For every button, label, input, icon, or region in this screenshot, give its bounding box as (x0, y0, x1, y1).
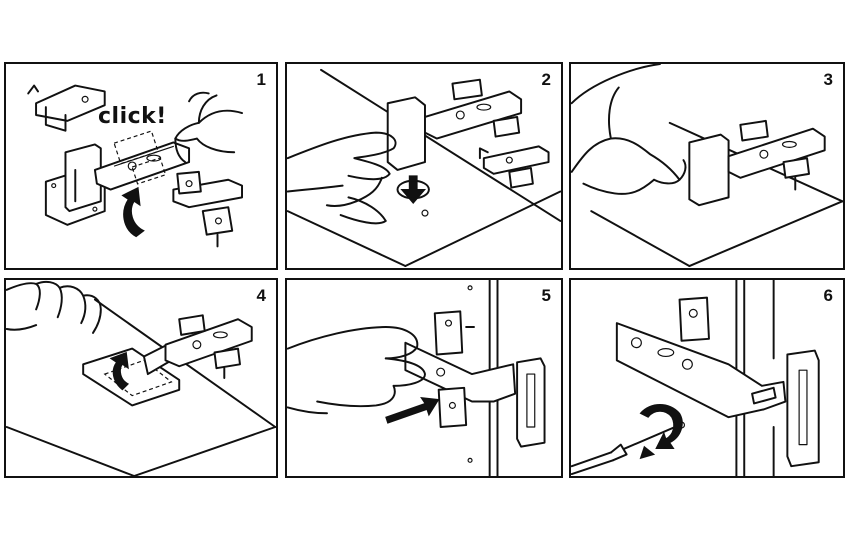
step-number: 2 (542, 70, 551, 90)
hand-icon (572, 64, 686, 194)
step-number: 5 (542, 286, 551, 306)
step-panel-6: 6 (569, 278, 845, 478)
hand-icon (288, 133, 396, 224)
hinge-press-illustration (571, 64, 843, 268)
step-number: 6 (824, 286, 833, 306)
step-number: 4 (257, 286, 266, 306)
hinge-icon (405, 311, 544, 446)
hinge-icon (28, 86, 105, 131)
click-callout: click! (98, 104, 167, 129)
step-number: 3 (824, 70, 833, 90)
arrow-icon (122, 188, 144, 237)
rotation-arrow-icon (640, 404, 682, 458)
hinge-lever-illustration (6, 280, 276, 476)
hinge-icon (617, 298, 819, 467)
arrow-icon (398, 176, 429, 216)
step-panel-1: click! 1 (4, 62, 278, 270)
step-panel-2: 2 (285, 62, 563, 270)
hand-icon (7, 282, 101, 333)
hinge-assembly-illustration (6, 64, 276, 268)
hinge-icon (689, 121, 824, 205)
arrow-icon (386, 398, 439, 423)
hinge-slide-illustration (287, 280, 561, 476)
hand-icon (288, 327, 425, 413)
step-number: 1 (257, 70, 266, 90)
step-panel-5: 5 (285, 278, 563, 478)
hinge-icon (388, 80, 549, 188)
hinge-adjust-illustration (571, 280, 843, 476)
step-panel-4: 4 (4, 278, 278, 478)
step-panel-3: 3 (569, 62, 845, 270)
hinge-insert-illustration (287, 64, 561, 268)
